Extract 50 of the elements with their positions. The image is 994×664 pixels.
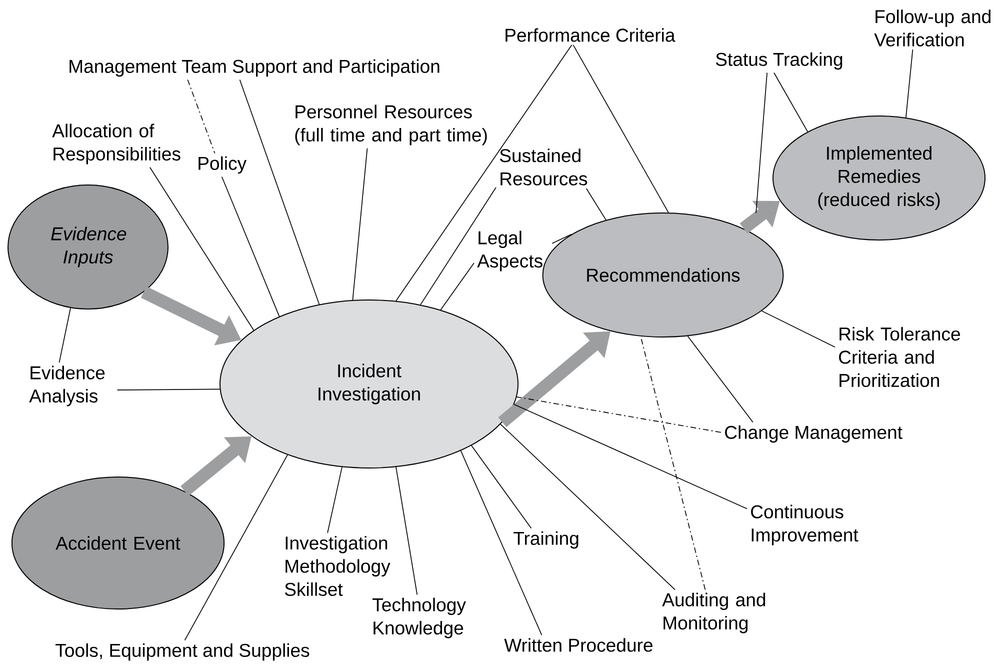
leader-line <box>116 388 220 390</box>
leader-line <box>906 49 914 118</box>
ellipse-node: Evidence Inputs <box>8 184 168 310</box>
ellipse-node: Accident Event <box>11 476 225 610</box>
leader-line <box>500 424 676 590</box>
leader-line <box>440 262 474 310</box>
factor-label: Change Management <box>725 425 902 443</box>
factor-label: Personnel Resources (full time and part time) <box>295 104 487 146</box>
leader-line <box>586 188 606 220</box>
dashed-line <box>516 396 722 433</box>
dashed-line <box>187 79 216 154</box>
leader-line <box>221 176 280 317</box>
leader-line <box>150 166 254 331</box>
leader-line <box>572 44 669 213</box>
factor-label: Allocation of Responsibilities <box>52 124 180 164</box>
ellipse-node: Implemented Remedies (reduced risks) <box>772 116 986 240</box>
leader-line <box>687 336 754 423</box>
factor-label: Follow-up and Verification <box>874 10 990 46</box>
factor-label: Tools, Equipment and Supplies <box>56 643 310 661</box>
leader-line <box>396 466 418 596</box>
leader-line <box>396 44 572 302</box>
ellipse-node: Incident Investigation <box>220 300 518 468</box>
factor-label: Risk Tolerance Criteria and Prioritization <box>839 326 960 387</box>
factor-label: Policy <box>198 156 247 174</box>
leader-line <box>327 466 342 534</box>
leader-line <box>514 404 748 510</box>
factor-label: Evidence Analysis <box>29 366 105 406</box>
factor-label: Performance Criteria <box>506 28 676 42</box>
leader-line <box>761 310 836 348</box>
leader-line <box>239 79 320 305</box>
ellipse-node: Recommendations <box>542 212 784 338</box>
leader-line <box>552 234 572 244</box>
factor-label: Training <box>514 531 578 549</box>
leader-line <box>420 186 496 306</box>
factor-label: Written Procedure <box>504 638 652 652</box>
leader-line <box>460 450 542 636</box>
factor-label: Legal Aspects <box>477 230 542 272</box>
leader-line <box>471 445 532 529</box>
leader-line <box>756 72 768 214</box>
factor-label: Continuous Improvement <box>751 504 858 546</box>
leader-line <box>352 148 368 300</box>
factor-label: Management Team Support and Participation <box>70 59 440 77</box>
factor-label: Sustained Resources <box>500 148 588 186</box>
leader-line <box>184 454 288 641</box>
leader-line <box>774 72 808 132</box>
factor-label: Auditing and Monitoring <box>662 592 766 634</box>
factor-label: Technology Knowledge <box>372 598 466 638</box>
factor-label: Investigation Methodology Skillset <box>284 536 390 596</box>
factor-label: Status Tracking <box>716 52 842 70</box>
leader-line <box>58 308 71 364</box>
